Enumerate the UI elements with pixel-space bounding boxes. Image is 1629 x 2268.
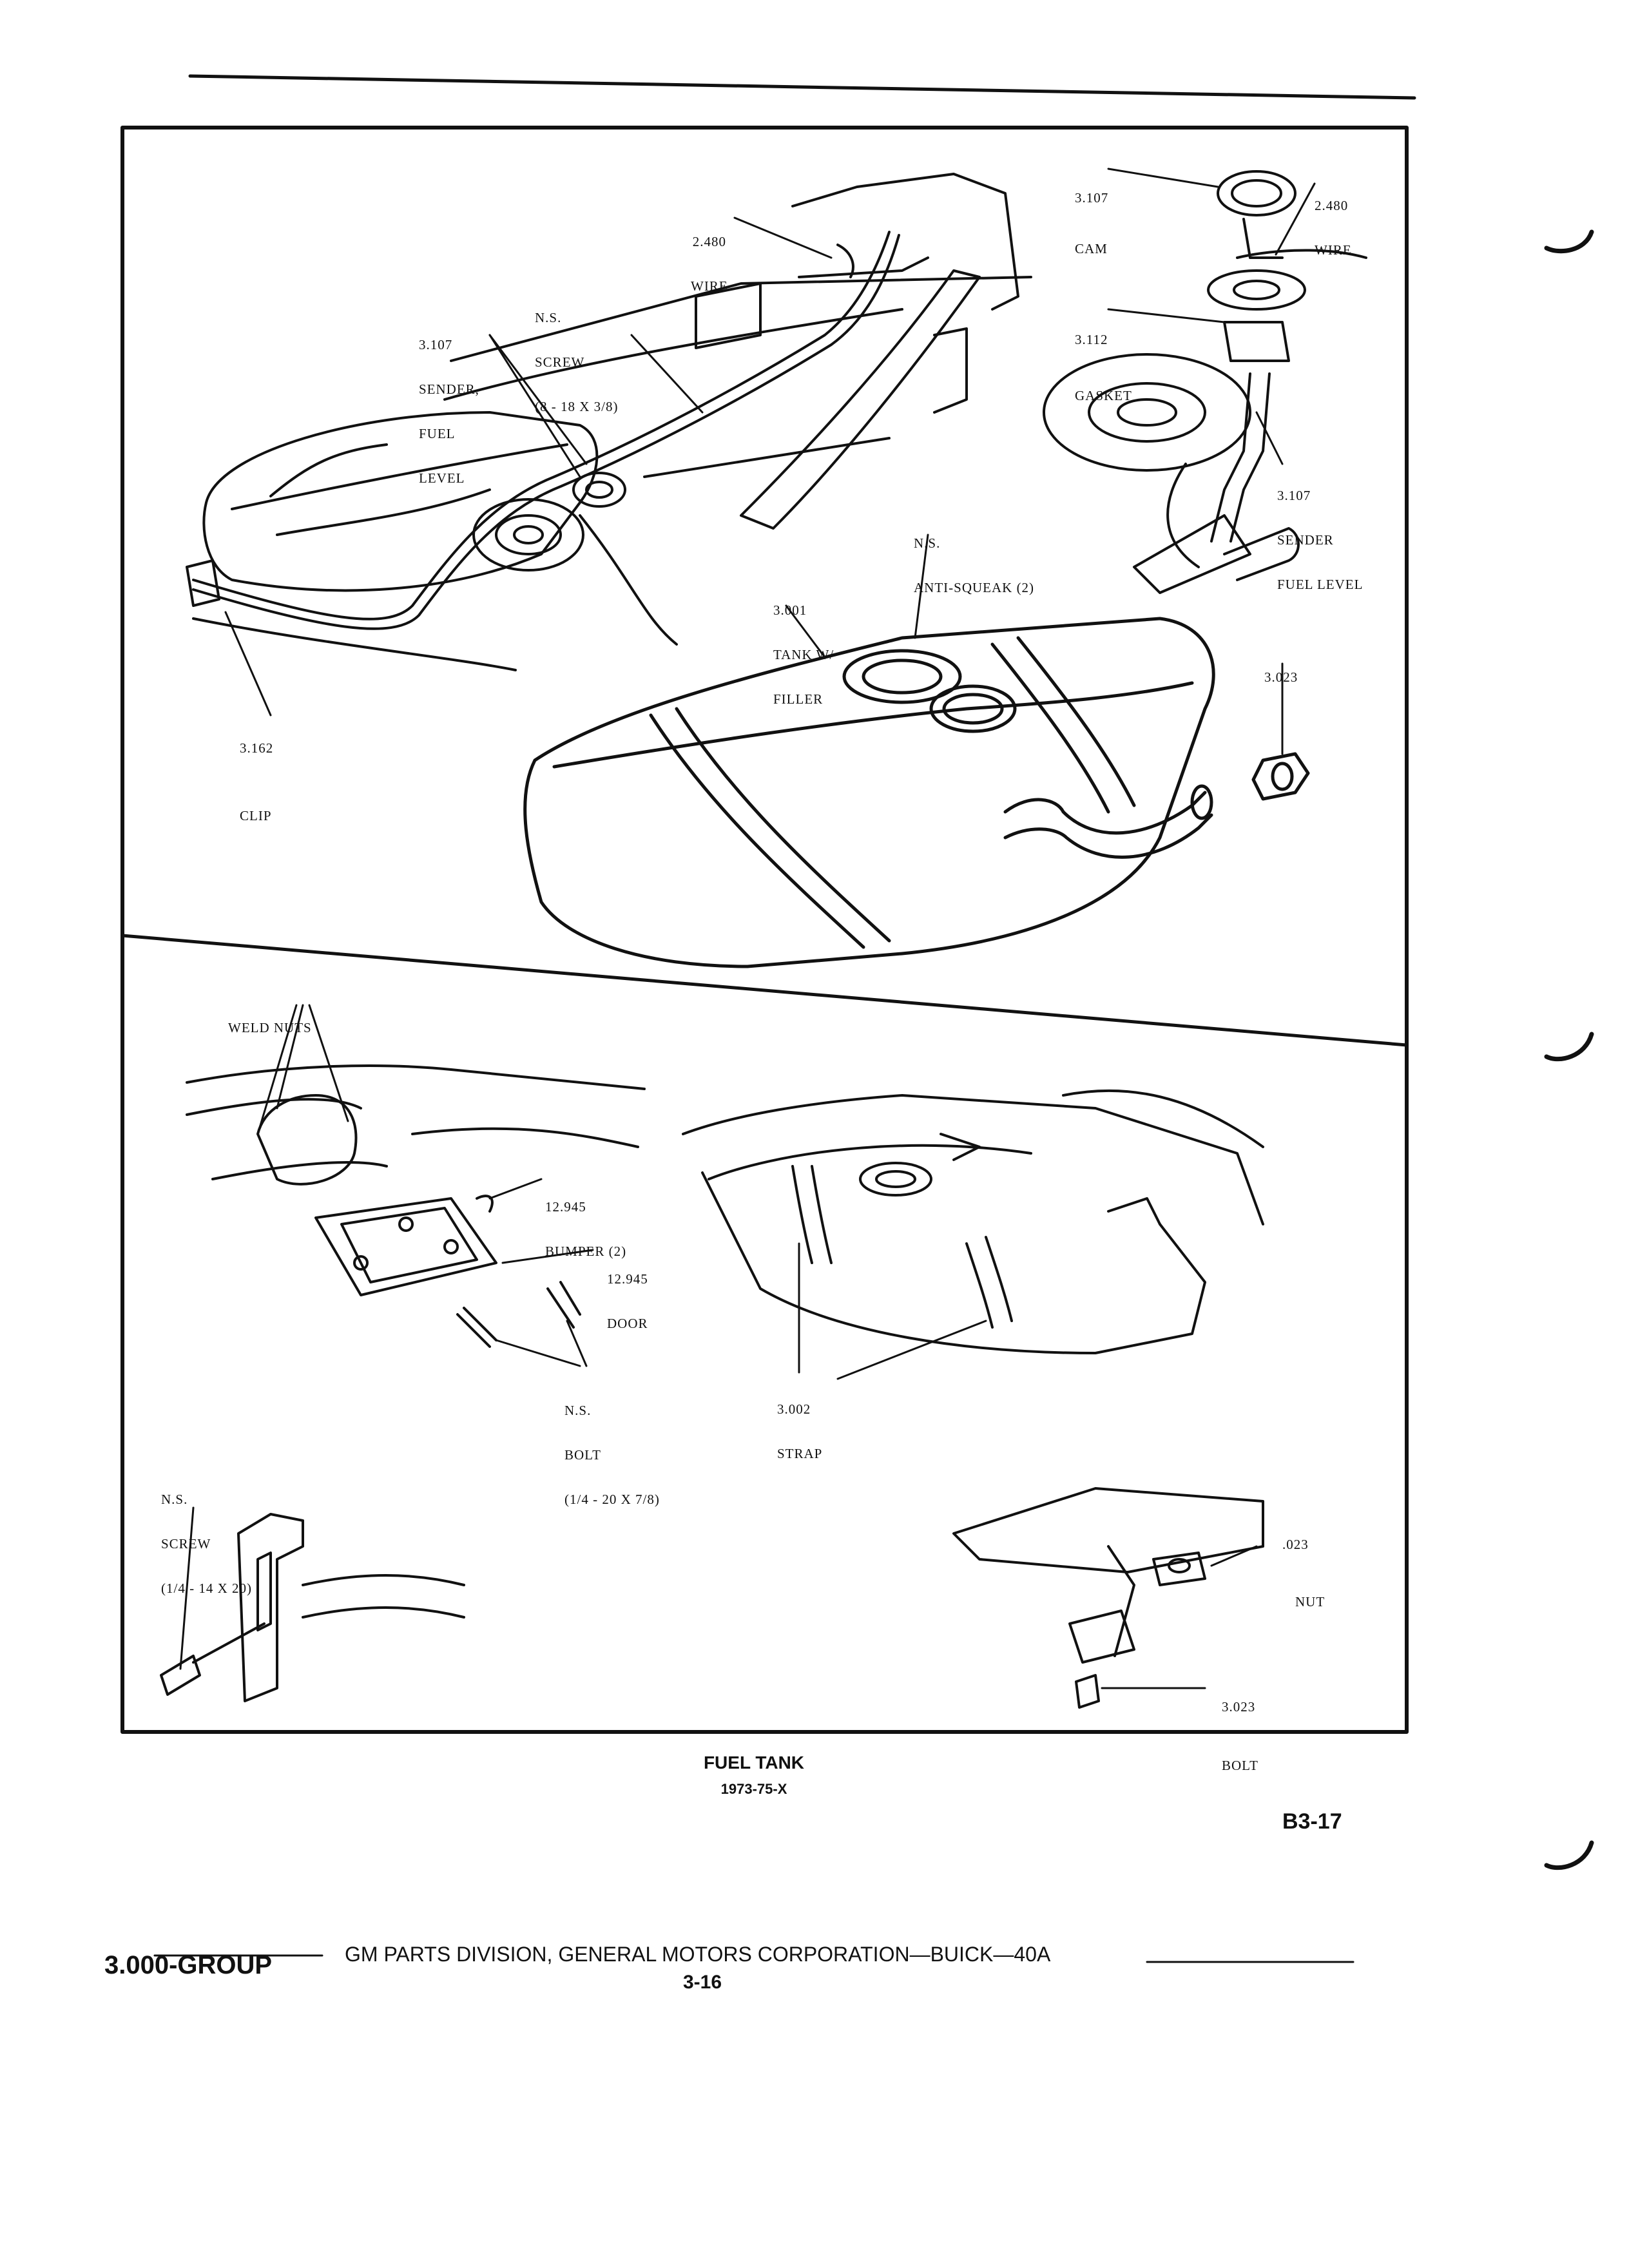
callout-number: N.S.	[914, 535, 941, 551]
callout-tank-filler: 3.001 TANK W/ FILLER	[773, 573, 834, 722]
callout-screw-sender: N.S. SCREW (8 - 18 x 3/8)	[535, 281, 618, 429]
callout-label: SCREW	[161, 1536, 211, 1552]
callout-number: 3.107	[1075, 190, 1109, 206]
callout-label: ANTI-SQUEAK (2)	[914, 580, 1035, 595]
callout-sender-right: 3.107 SENDER FUEL LEVEL	[1277, 459, 1363, 607]
callout-label: GASKET	[1075, 388, 1132, 403]
callout-number: 12.945	[545, 1199, 586, 1215]
callout-label: WIRE	[1315, 242, 1352, 258]
fuel-tank-shape	[523, 617, 1310, 968]
callout-wire-right: 2.480 WIRE	[1315, 169, 1352, 273]
callout-number: .023	[1282, 1537, 1309, 1552]
callout-number: 2.480	[1315, 198, 1349, 213]
callout-number: 12.945	[607, 1271, 648, 1287]
callout-number: 2.480	[692, 234, 726, 249]
frame-divider	[120, 934, 1409, 1047]
callout-label: DOOR	[607, 1316, 648, 1331]
callout-label: SCREW	[535, 354, 585, 370]
callout-number: 3.162	[240, 740, 274, 756]
callout-wire-top: 2.480 WIRE	[691, 205, 728, 309]
callout-label: SENDER	[1277, 532, 1334, 548]
binder-mark-3	[1544, 1840, 1594, 1870]
callout-bolt-ns: N.S. BOLT (1/4 - 20 x 7/8)	[564, 1374, 660, 1522]
callout-number: 3.107	[419, 337, 453, 352]
binder-mark-2	[1544, 1032, 1594, 1062]
callout-number: 3.107	[1277, 488, 1311, 503]
callout-nut: .023 NUT	[1282, 1508, 1325, 1624]
callout-label: BUMPER (2)	[545, 1244, 627, 1259]
installed-tank-view	[186, 173, 1032, 671]
callout-clip: 3.162 CLIP	[240, 711, 273, 838]
callout-3023-top: 3.023	[1264, 640, 1298, 700]
callout-spec: (1/4 - 14 x 20)	[161, 1581, 252, 1596]
callout-spec: (8 - 18 x 3/8)	[535, 399, 619, 414]
callout-gasket: 3.112 GASKET	[1075, 303, 1132, 418]
callout-spec: (1/4 - 20 x 7/8)	[564, 1492, 660, 1507]
callout-door: 12.945 DOOR	[607, 1242, 648, 1346]
callout-label-2: FILLER	[773, 691, 824, 707]
callout-label: NUT	[1295, 1594, 1325, 1610]
callout-label: BOLT	[1222, 1758, 1258, 1773]
footer-publisher: GM PARTS DIVISION, GENERAL MOTORS CORPOR…	[345, 1943, 1051, 1966]
callout-label-3: LEVEL	[419, 470, 465, 486]
callout-strap: 3.002 STRAP	[777, 1372, 822, 1476]
figure-subtitle: 1973-75-X	[720, 1781, 787, 1797]
footer-group: 3.000-GROUP	[104, 1951, 273, 1979]
callout-screw-bottom: N.S. SCREW (1/4 - 14 x 20)	[161, 1463, 252, 1611]
figure-title: FUEL TANK	[703, 1753, 805, 1773]
callout-label: CLIP	[240, 808, 272, 823]
callout-number: 3.023	[1264, 669, 1298, 685]
callout-label-2: FUEL	[419, 426, 456, 441]
diagram-frame	[120, 126, 1409, 1734]
page-reference: B3-17	[1282, 1809, 1342, 1834]
callout-bolt-3023: 3.023 BOLT	[1222, 1670, 1258, 1788]
callout-number: 3.001	[773, 602, 807, 618]
callout-label-2: FUEL LEVEL	[1277, 577, 1364, 592]
callout-label: WELD NUTS	[228, 1020, 312, 1035]
callout-number: 3.112	[1075, 332, 1108, 347]
bracket-view	[160, 1513, 465, 1702]
callout-number: N.S.	[564, 1403, 592, 1418]
callout-bumper: 12.945 BUMPER (2)	[545, 1170, 626, 1274]
callout-number: 3.002	[777, 1401, 811, 1417]
footer-page-number: 3-16	[683, 1972, 722, 1993]
callout-number: N.S.	[535, 310, 562, 325]
sender-exploded-view	[1043, 170, 1367, 594]
callout-label: WIRE	[691, 278, 728, 294]
callout-label: CAM	[1075, 241, 1108, 256]
binder-mark-1	[1544, 229, 1594, 254]
callout-number: 3.023	[1222, 1699, 1256, 1715]
nut-bolt-view	[952, 1487, 1264, 1709]
callout-sender-left: 3.107 SENDER, FUEL LEVEL	[419, 308, 479, 501]
callout-label: SENDER,	[419, 381, 479, 397]
top-rule	[188, 74, 1416, 100]
callout-number: N.S.	[161, 1492, 188, 1507]
callout-label: BOLT	[564, 1447, 601, 1463]
leader-lines	[179, 168, 1316, 1689]
callout-label: TANK W/	[773, 647, 834, 662]
callout-anti-squeak: N.S. ANTI-SQUEAK (2)	[914, 506, 1034, 610]
strapped-tank-view	[682, 1089, 1264, 1354]
callout-label: STRAP	[777, 1446, 823, 1461]
callout-weld-nuts: WELD NUTS	[228, 991, 312, 1050]
callout-cam: 3.107 CAM	[1075, 161, 1108, 271]
